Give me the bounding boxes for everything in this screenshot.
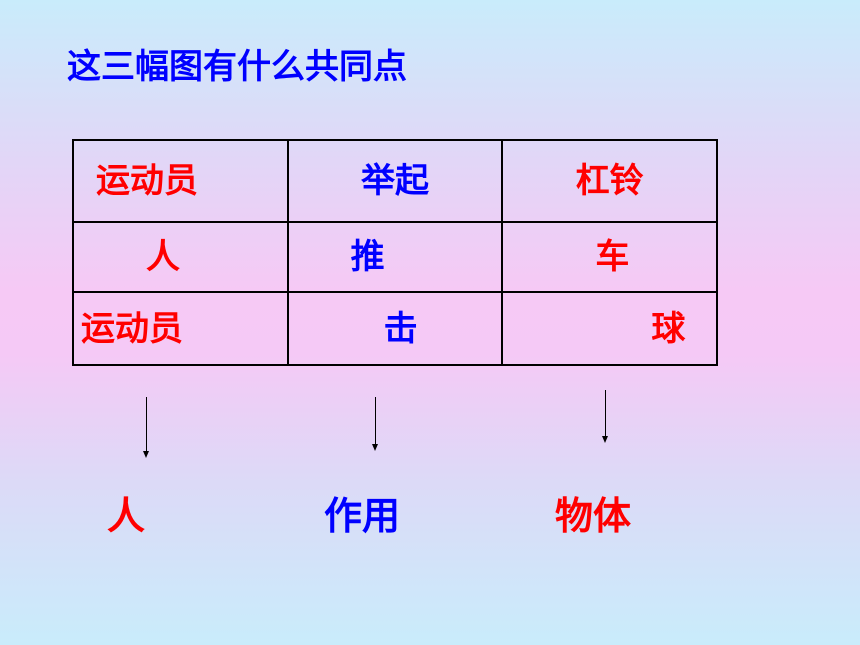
table-cell-agent: 人 (72, 221, 289, 293)
table-cell-object: 球 (501, 291, 718, 366)
down-arrow-icon (602, 390, 608, 443)
table-cell-object: 杠铃 (501, 139, 718, 223)
slide-title: 这三幅图有什么共同点 (67, 47, 407, 87)
down-arrow-icon (372, 397, 378, 451)
table-cell-agent: 运动员 (72, 291, 289, 366)
down-arrow-icon (143, 397, 149, 458)
label-action: 作用 (324, 494, 401, 538)
examples-table: 运动员 举起 杠铃 人 推 车 运动员 击 球 (72, 139, 718, 366)
table-row: 人 推 车 (72, 221, 718, 293)
label-agent: 人 (107, 494, 146, 538)
table-row: 运动员 击 球 (72, 291, 718, 366)
table-cell-agent: 运动员 (72, 139, 289, 223)
table-row: 运动员 举起 杠铃 (72, 139, 718, 223)
table-cell-action: 举起 (286, 139, 504, 223)
table-cell-object: 车 (501, 221, 718, 293)
table-cell-action: 击 (286, 291, 504, 366)
label-object: 物体 (555, 494, 632, 538)
table-cell-action: 推 (286, 221, 504, 293)
